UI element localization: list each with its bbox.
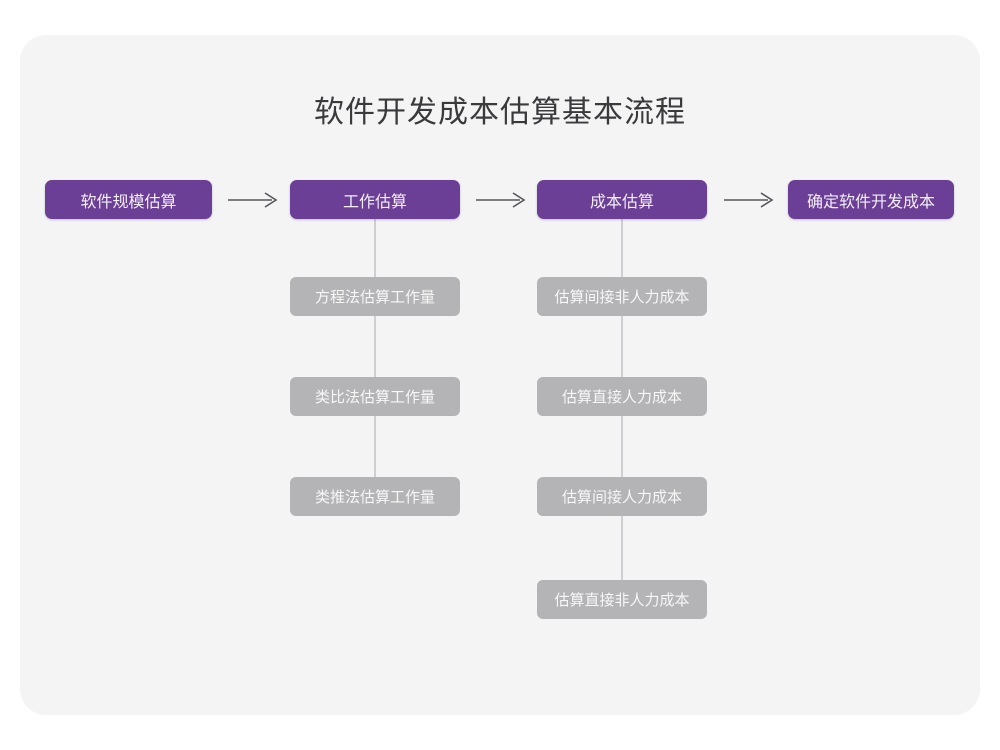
stage-box-cost-estimation[interactable]: 成本估算 (537, 180, 707, 219)
substep-box-analogy-method-effort[interactable]: 类比法估算工作量 (290, 377, 460, 416)
substep-label: 估算直接人力成本 (561, 389, 682, 406)
substep-label: 类比法估算工作量 (314, 389, 435, 406)
stage-box-effort-estimation[interactable]: 工作估算 (290, 180, 460, 219)
stage-label: 工作估算 (342, 193, 407, 211)
substep-label: 估算间接人力成本 (561, 489, 682, 506)
page-title: 软件开发成本估算基本流程 (314, 96, 686, 129)
substep-label: 方程法估算工作量 (314, 289, 435, 306)
stage-box-software-scale-estimation[interactable]: 软件规模估算 (45, 180, 212, 219)
substep-box-indirect-labor-cost[interactable]: 估算间接人力成本 (537, 477, 707, 516)
stage-label: 软件规模估算 (80, 193, 177, 211)
arrow-icon-stage3-to-stage4 (724, 190, 776, 210)
stage-label: 成本估算 (589, 193, 654, 211)
substep-box-indirect-nonlabor-cost[interactable]: 估算间接非人力成本 (537, 277, 707, 316)
stage-label: 确定软件开发成本 (806, 193, 935, 211)
substep-box-direct-nonlabor-cost[interactable]: 估算直接非人力成本 (537, 580, 707, 619)
arrow-icon-stage2-to-stage3 (476, 190, 528, 210)
substep-box-equation-method-effort[interactable]: 方程法估算工作量 (290, 277, 460, 316)
substep-label: 估算直接非人力成本 (554, 592, 690, 609)
arrow-icon-stage1-to-stage2 (228, 190, 280, 210)
diagram-card-background (20, 35, 980, 715)
substep-box-direct-labor-cost[interactable]: 估算直接人力成本 (537, 377, 707, 416)
substep-box-inference-method-effort[interactable]: 类推法估算工作量 (290, 477, 460, 516)
substep-label: 估算间接非人力成本 (554, 289, 690, 306)
stage-box-determine-development-cost[interactable]: 确定软件开发成本 (788, 180, 954, 219)
substep-label: 类推法估算工作量 (314, 489, 435, 506)
connector-line-stage-2 (374, 214, 376, 504)
